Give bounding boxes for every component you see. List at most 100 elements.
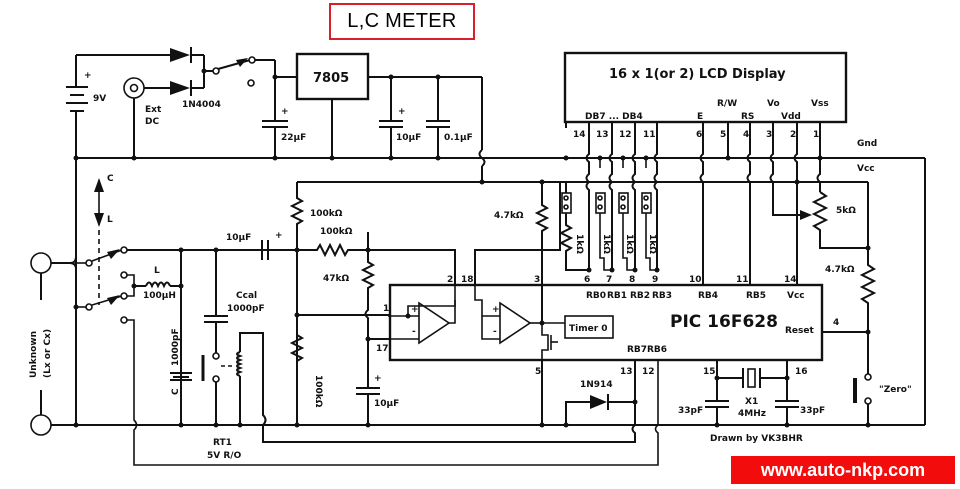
svg-text:+: + xyxy=(275,231,283,241)
bias-resistor-label: 100kΩ xyxy=(310,209,343,219)
lcd-pin-1: 1 xyxy=(813,130,819,140)
power-switch-icon xyxy=(204,56,256,87)
r1k-label-2: 1kΩ xyxy=(601,234,611,254)
lcd-pin-4: 4 xyxy=(743,130,749,140)
svg-text:RB1: RB1 xyxy=(607,291,627,301)
pot-label: 5kΩ xyxy=(836,206,856,216)
ccal-value: 1000pF xyxy=(227,304,265,314)
series-resistor-label: 100kΩ xyxy=(320,227,353,237)
input-terminal-bottom[interactable] xyxy=(30,414,52,436)
inductor-value: 100µH xyxy=(143,291,176,301)
pullup-resistor-label: 4.7kΩ xyxy=(494,211,524,221)
reset-resistor-label: 4.7kΩ xyxy=(825,265,855,275)
svg-text:8: 8 xyxy=(629,275,635,285)
timer0-label: Timer 0 xyxy=(569,324,608,334)
zero-button-icon xyxy=(853,332,872,425)
svg-text:15: 15 xyxy=(703,367,716,377)
crystal-icon xyxy=(705,360,871,428)
svg-text:RB2: RB2 xyxy=(630,291,650,301)
lcd-rs-label: RS xyxy=(741,112,754,122)
lcd-display xyxy=(563,51,848,124)
svg-text:Vcc: Vcc xyxy=(787,291,805,301)
r1k-label-3: 1kΩ xyxy=(624,234,634,254)
svg-text:2: 2 xyxy=(447,275,453,285)
lcd-rw-label: R/W xyxy=(717,99,737,109)
r1k-label-1: 1kΩ xyxy=(574,234,584,254)
diode-label: 1N4004 xyxy=(182,100,221,110)
diode-icon xyxy=(170,47,192,96)
svg-text:+: + xyxy=(492,305,500,315)
pic-port-labels: RB0 RB1 RB2 RB3 RB4 RB5 Vcc 6 7 8 9 10 1… xyxy=(376,275,808,377)
svg-text:18: 18 xyxy=(461,275,474,285)
relay-value: 5V R/O xyxy=(207,451,242,461)
vcc-rail-label: Vcc xyxy=(857,164,875,174)
lcd-pin-2: 2 xyxy=(790,130,796,140)
ccal-name: Ccal xyxy=(236,291,257,301)
gnd-rail-label: Gnd xyxy=(857,139,877,149)
r47k-label: 47kΩ xyxy=(323,274,350,284)
pic-reset-label: Reset xyxy=(785,326,814,336)
lcd-vdd-label: Vdd xyxy=(781,112,801,122)
battery-icon: + xyxy=(66,55,92,158)
lcd-title: 16 x 1(or 2) LCD Display xyxy=(609,67,786,82)
pic-name: PIC 16F628 xyxy=(670,312,778,332)
switch-l-label: L xyxy=(107,215,113,225)
svg-text:16: 16 xyxy=(795,367,808,377)
osc-c1-label: 33pF xyxy=(678,406,703,416)
inductor-name: L xyxy=(154,266,160,276)
svg-text:RB4: RB4 xyxy=(698,291,718,301)
website-url: www.auto-nkp.com xyxy=(760,459,926,480)
diode2-label: 1N914 xyxy=(580,380,613,390)
bias-resistor-icon xyxy=(289,182,305,425)
page-title: L,C METER xyxy=(329,3,475,40)
lcd-pin-5: 5 xyxy=(720,130,726,140)
website-banner: www.auto-nkp.com xyxy=(731,456,955,484)
lcd-pin-3: 3 xyxy=(766,130,772,140)
input-terminal-top[interactable] xyxy=(30,252,52,274)
lcd-pin-wires xyxy=(565,122,823,286)
lcd-pin-6: 6 xyxy=(696,130,702,140)
dc-jack-icon xyxy=(123,77,145,158)
reset-resistor-icon xyxy=(859,248,877,335)
pic-pin-4: 4 xyxy=(833,318,839,328)
lcd-vss-label: Vss xyxy=(811,99,829,109)
battery-label: 9V xyxy=(93,94,106,104)
c-bypass-label: 10µF xyxy=(374,399,399,409)
credit-label: Drawn by VK3BHR xyxy=(710,434,803,444)
crystal-value: 4MHz xyxy=(738,409,766,419)
lcd-db-label: DB7 ... DB4 xyxy=(585,112,643,122)
cl-switch-icon[interactable] xyxy=(76,178,128,324)
relay-icon xyxy=(201,332,636,443)
svg-text:11: 11 xyxy=(736,275,749,285)
r1k-label-4: 1kΩ xyxy=(647,234,657,254)
svg-text:10: 10 xyxy=(689,275,702,285)
ext-dc-label-2: DC xyxy=(145,117,159,127)
relay-name: RT1 xyxy=(213,438,232,448)
diode-1n914-icon xyxy=(563,394,638,428)
svg-text:13: 13 xyxy=(620,367,633,377)
svg-text:-: - xyxy=(493,327,497,337)
lcd-pin-numbers: 14 13 12 11 6 5 4 3 2 1 xyxy=(573,130,819,140)
svg-text:1: 1 xyxy=(383,304,389,314)
svg-text:17: 17 xyxy=(376,344,389,354)
c-out2-label: 0.1µF xyxy=(444,133,473,143)
rb-resistors xyxy=(558,182,660,273)
power-supply: + 9V Ext DC 1N4004 xyxy=(66,47,486,185)
svg-text:7: 7 xyxy=(606,275,612,285)
svg-text:+: + xyxy=(398,107,406,117)
lcd-vo-label: Vo xyxy=(767,99,780,109)
c-in-label: 22µF xyxy=(281,133,306,143)
regulator-label: 7805 xyxy=(313,71,349,86)
crystal-name: X1 xyxy=(745,397,758,407)
timer0-block xyxy=(564,315,614,339)
lcd-pin-11: 11 xyxy=(643,130,656,140)
lcd-pin-13: 13 xyxy=(596,130,609,140)
svg-text:14: 14 xyxy=(784,275,797,285)
lcd-pin-12: 12 xyxy=(619,130,632,140)
unknown-label-2: (Lx or Cx) xyxy=(43,329,53,378)
svg-text:+: + xyxy=(84,71,92,81)
r100k-low-label: 100kΩ xyxy=(313,375,323,408)
c-out1-label: 10µF xyxy=(396,133,421,143)
osc-c2-label: 33pF xyxy=(800,406,825,416)
